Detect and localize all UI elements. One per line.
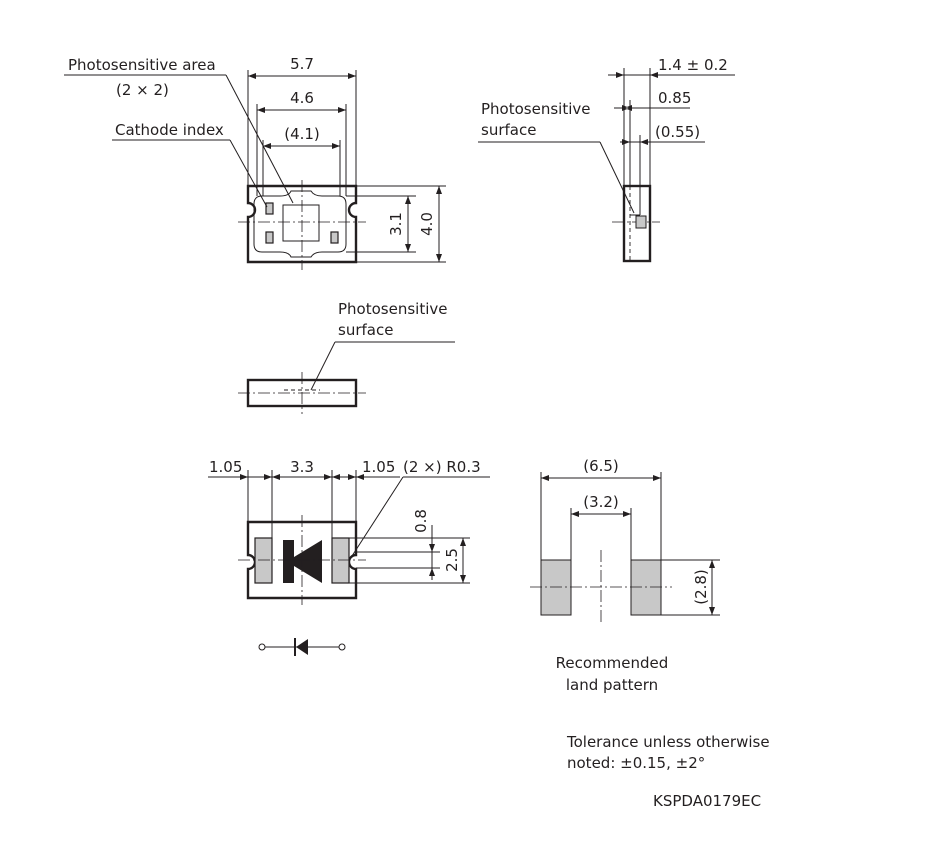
terminal-cathode [338,643,346,651]
dim-height-outer: 4.0 [418,212,436,236]
leader-radius [351,476,404,557]
dim-arrows [429,544,435,576]
photosensitive-area-label: Photosensitive area [68,56,216,74]
dim-arrows [436,186,442,262]
top-view-pad-left [265,231,274,244]
diode-schematic-symbol [258,638,346,656]
dim-radius: (2 ×) R0.3 [403,458,481,476]
top-view: 5.7 4.6 (4.1) 3.1 4.0 Photosensitive are… [64,55,446,270]
land-dim-total: (6.5) [583,457,619,475]
dim-width-inner: (4.1) [284,125,320,143]
bottom-view: 1.05 3.3 1.05 (2 ×) R0.3 0.8 2.5 [208,458,490,656]
dim-right: 1.05 [362,458,395,476]
dim-width-mid: 4.6 [290,89,314,107]
terminal-anode [258,643,266,651]
dim-arrows [622,139,648,145]
bottom-view-diode-mark [283,540,322,583]
bottom-view-pad-right [331,537,350,584]
dim-left: 1.05 [209,458,242,476]
dim-arrows [622,105,632,111]
bottom-view-pad-left [254,537,273,584]
cathode-index-label: Cathode index [115,121,224,139]
photosensitive-area-square [282,204,320,242]
top-view-pad-right [330,231,339,244]
land-pad-left [540,559,572,616]
dim-center: 3.3 [290,458,314,476]
leader-photosensitive-surface [599,141,635,214]
dim-arrows [263,143,340,149]
dim-height-inner: 3.1 [387,212,405,236]
diode-triangle [296,639,308,655]
dim-pad-height: 2.5 [443,548,461,572]
dim-inner: (0.55) [655,123,700,141]
land-dim-height: (2.8) [692,569,710,605]
dim-surface: 0.85 [658,89,691,107]
leader-cathode-index [229,139,268,208]
top-view-window [253,190,347,258]
land-pad-right [630,559,662,616]
dim-arrows [240,474,364,480]
dim-thickness: 1.4 ± 0.2 [658,56,728,74]
side-view-chip [635,215,647,229]
land-dim-gap: (3.2) [583,493,619,511]
photosensitive-area-size: (2 × 2) [116,81,169,99]
leader-front-photosensitive-surface [310,341,336,391]
drawing-code: KSPDA0179EC [653,792,761,810]
leader-photosensitive-area [225,74,294,204]
dim-width-outer: 5.7 [290,55,314,73]
cathode-index-mark [265,202,274,215]
dim-pad-gap: 0.8 [412,509,430,533]
